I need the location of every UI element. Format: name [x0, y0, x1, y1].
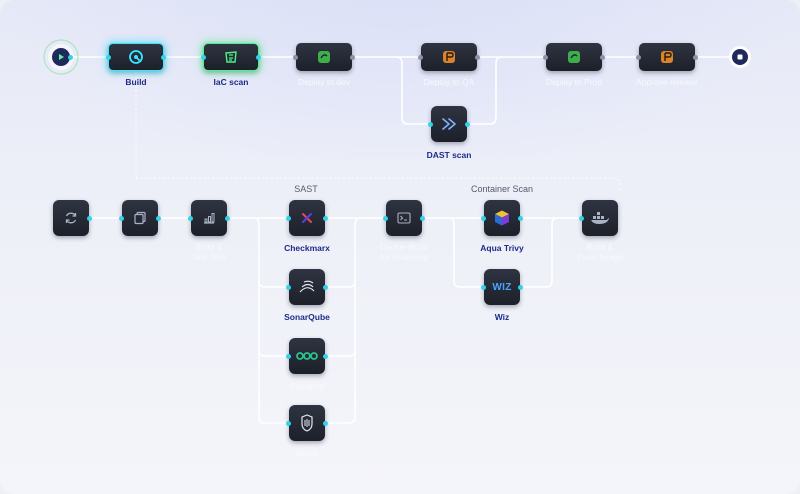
step-wiz-label: Wiz [494, 312, 510, 322]
deploy-icon [318, 51, 330, 63]
terminal-icon [397, 212, 411, 224]
step-semgrep-label: Semgrep [289, 381, 325, 391]
step-sonarqube[interactable] [286, 269, 328, 305]
group-title-sast: SAST [294, 184, 318, 194]
stage-deploy-qa-label: Deploy to QA [423, 77, 475, 87]
step-aqua-trivy[interactable] [481, 200, 523, 236]
sonarqube-icon [299, 280, 315, 293]
bar-chart-icon [204, 213, 215, 224]
step-copy[interactable] [119, 200, 161, 236]
step-push-image[interactable] [579, 200, 618, 236]
group-title-container-scan: Container Scan [470, 184, 534, 194]
approve-icon [661, 51, 673, 63]
step-semgrep[interactable] [286, 338, 328, 374]
stage-deploy-prod[interactable] [543, 43, 605, 71]
step-build-unit-test[interactable] [188, 200, 230, 236]
step-bandit-label: Bandit [294, 448, 320, 458]
step-push-image-label: Build & Push Image [577, 242, 623, 262]
aqua-trivy-icon [495, 210, 509, 226]
checkmarx-icon [302, 213, 312, 223]
step-clone[interactable] [53, 200, 92, 236]
bandit-icon [301, 414, 313, 432]
step-checkmarx[interactable] [286, 200, 328, 236]
stage-dast-scan[interactable] [428, 106, 470, 142]
play-icon [59, 54, 64, 60]
stage-approve[interactable] [636, 43, 698, 71]
deploy-prod-icon [568, 51, 580, 63]
pipeline-start-button[interactable] [52, 48, 70, 66]
stage-deploy-dev[interactable] [293, 43, 355, 71]
step-docker-build-label: Docker Build for Scanning [379, 242, 429, 262]
pipeline-end-node[interactable] [732, 49, 748, 65]
step-aqua-trivy-label: Aqua Trivy [480, 243, 524, 253]
deploy-qa-icon [443, 51, 455, 63]
dast-icon [442, 118, 456, 130]
stage-iac-label: IaC scan [213, 77, 249, 87]
iac-scan-icon [225, 51, 237, 63]
stage-build[interactable] [106, 43, 166, 71]
start-port [68, 54, 73, 60]
step-checkmarx-label: Checkmarx [284, 243, 330, 253]
build-icon [129, 50, 143, 64]
step-wiz[interactable]: WIZ [481, 269, 523, 305]
copy-icon [134, 211, 146, 225]
stage-approve-label: Approve release [636, 77, 698, 87]
stage-iac-scan[interactable] [201, 43, 261, 71]
stage-deploy-prod-label: Deploy to Prod [545, 77, 603, 87]
step-docker-build[interactable] [383, 200, 425, 236]
step-build-unit-test-label: Build & Unit Test [192, 242, 226, 262]
docker-icon [591, 212, 609, 224]
refresh-icon [65, 212, 77, 224]
semgrep-icon [296, 352, 318, 360]
stage-build-label: Build [125, 77, 147, 87]
stage-dast-label: DAST scan [426, 150, 472, 160]
stage-deploy-dev-label: Deploy to dev [298, 77, 350, 87]
step-sonarqube-label: SonarQube [284, 312, 330, 322]
step-bandit[interactable] [286, 405, 328, 441]
stage-deploy-qa[interactable] [418, 43, 480, 71]
stop-icon [737, 54, 743, 60]
wiz-icon: WIZ [492, 281, 512, 293]
